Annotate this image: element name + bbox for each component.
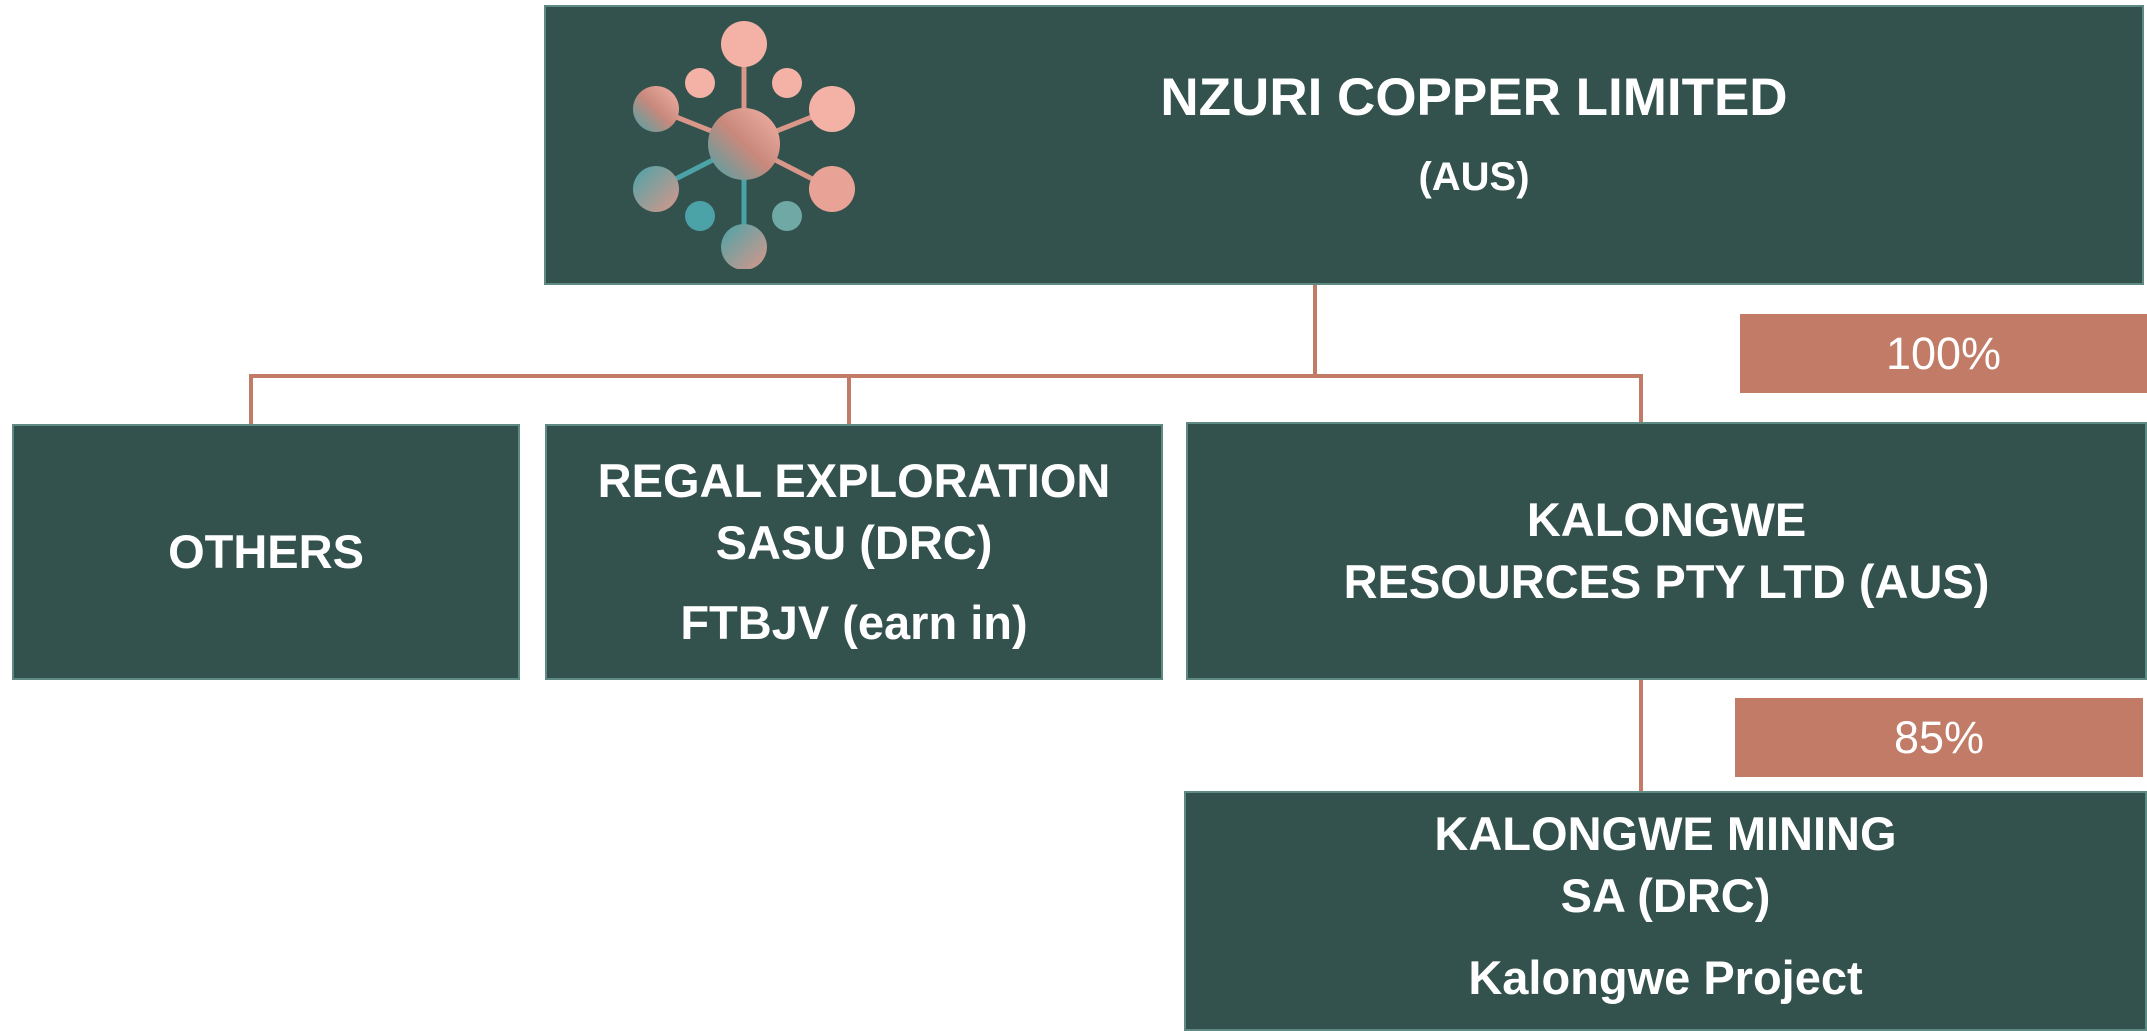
sub-subsidiary-name-line1: KALONGWE MINING xyxy=(1434,807,1897,860)
connector-kalongwe-resources xyxy=(1639,374,1643,424)
subsidiary-note: FTBJV (earn in) xyxy=(680,596,1028,649)
sub-subsidiary-note: Kalongwe Project xyxy=(1468,951,1863,1004)
subsidiary-box-others: OTHERS xyxy=(12,424,520,680)
parent-company-country: (AUS) xyxy=(1418,155,1530,199)
ownership-label: 85% xyxy=(1893,711,1985,763)
ownership-label: 100% xyxy=(1885,327,2002,379)
sub-subsidiary-box-kalongwe-mining: KALONGWE MINING SA (DRC) Kalongwe Projec… xyxy=(1184,791,2147,1031)
connector-others xyxy=(249,374,253,424)
connector-kalongwe-mining xyxy=(1639,676,1643,792)
ownership-badge-100: 100% xyxy=(1740,314,2147,393)
subsidiary-name-line2: RESOURCES PTY LTD (AUS) xyxy=(1343,555,1990,608)
parent-company-name: NZURI COPPER LIMITED xyxy=(1160,68,1788,127)
subsidiary-name: OTHERS xyxy=(168,525,364,578)
sub-subsidiary-name-line2: SA (DRC) xyxy=(1560,869,1771,922)
subsidiary-name-line2: SASU (DRC) xyxy=(715,516,993,569)
molecule-network-icon xyxy=(633,21,855,269)
subsidiary-box-kalongwe-resources: KALONGWE RESOURCES PTY LTD (AUS) xyxy=(1186,422,2147,680)
connector-parent-vertical xyxy=(1313,284,1317,377)
subsidiary-box-regal: REGAL EXPLORATION SASU (DRC) FTBJV (earn… xyxy=(545,424,1163,680)
subsidiary-name-line1: KALONGWE xyxy=(1526,493,1807,546)
parent-company-box: NZURI COPPER LIMITED (AUS) xyxy=(544,5,2144,285)
connector-horizontal-bus xyxy=(249,374,1643,378)
connector-regal xyxy=(847,374,851,424)
subsidiary-name-line1: REGAL EXPLORATION xyxy=(597,454,1111,507)
ownership-badge-85: 85% xyxy=(1735,698,2143,777)
